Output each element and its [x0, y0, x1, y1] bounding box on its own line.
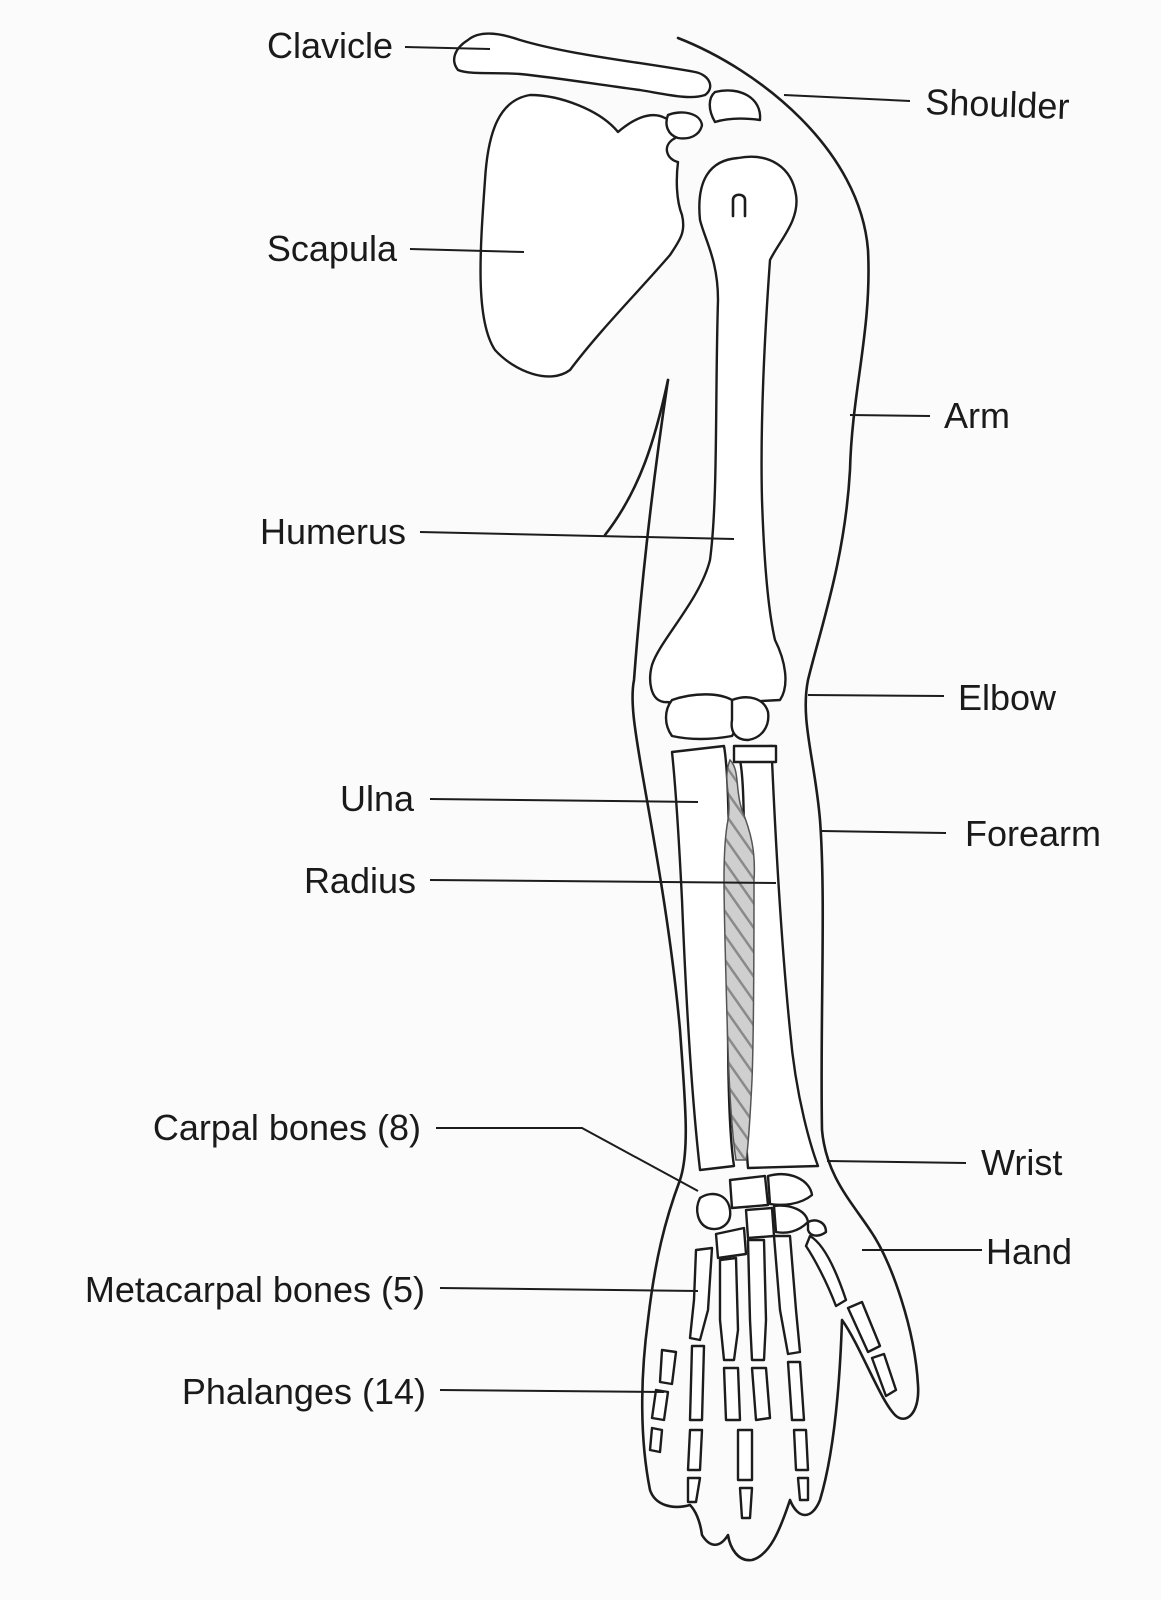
label-wrist: Wrist — [981, 1142, 1062, 1183]
radius-head — [732, 744, 778, 764]
label-clavicle: Clavicle — [267, 25, 393, 66]
label-shoulder: Shoulder — [925, 81, 1070, 127]
leader-humerus — [419, 531, 735, 540]
leader-carpal — [436, 1127, 699, 1192]
label-elbow: Elbow — [958, 677, 1057, 718]
metacarpal-bones — [688, 1234, 848, 1362]
label-carpal-bones: Carpal bones (8) — [153, 1107, 421, 1148]
label-forearm: Forearm — [965, 813, 1101, 854]
acromion — [665, 111, 704, 140]
leader-wrist — [826, 1160, 967, 1164]
leader-clavicle — [404, 46, 491, 50]
label-ulna: Ulna — [340, 778, 415, 819]
leader-radius — [429, 879, 777, 884]
label-radius: Radius — [304, 860, 416, 901]
label-metacarpal-bones: Metacarpal bones (5) — [85, 1269, 425, 1310]
carpal-bones — [696, 1173, 828, 1260]
label-scapula: Scapula — [267, 228, 398, 269]
leader-arm — [849, 414, 931, 417]
label-humerus: Humerus — [260, 511, 406, 552]
leader-lines — [404, 46, 982, 1393]
leader-shoulder — [783, 94, 911, 102]
glenoid — [708, 89, 762, 124]
label-arm: Arm — [944, 395, 1010, 436]
labels: Clavicle Shoulder Scapula Arm Humerus El… — [85, 25, 1101, 1412]
leader-scapula — [409, 248, 525, 253]
elbow-trochlea — [664, 693, 738, 741]
leader-elbow — [807, 694, 945, 697]
leader-ulna — [429, 798, 699, 803]
elbow-capitulum — [730, 696, 770, 742]
label-hand: Hand — [986, 1231, 1072, 1272]
phalanges — [648, 1300, 898, 1520]
leader-metacarpal — [439, 1287, 699, 1292]
leader-phalanges — [439, 1389, 665, 1393]
scapula-bone — [479, 93, 685, 378]
label-phalanges: Phalanges (14) — [182, 1371, 426, 1412]
humerus-head-mark — [731, 193, 747, 218]
clavicle-bone — [453, 32, 712, 99]
arm-outline — [603, 36, 920, 1562]
interosseous-membrane — [723, 758, 756, 1161]
leader-forearm — [821, 830, 947, 834]
